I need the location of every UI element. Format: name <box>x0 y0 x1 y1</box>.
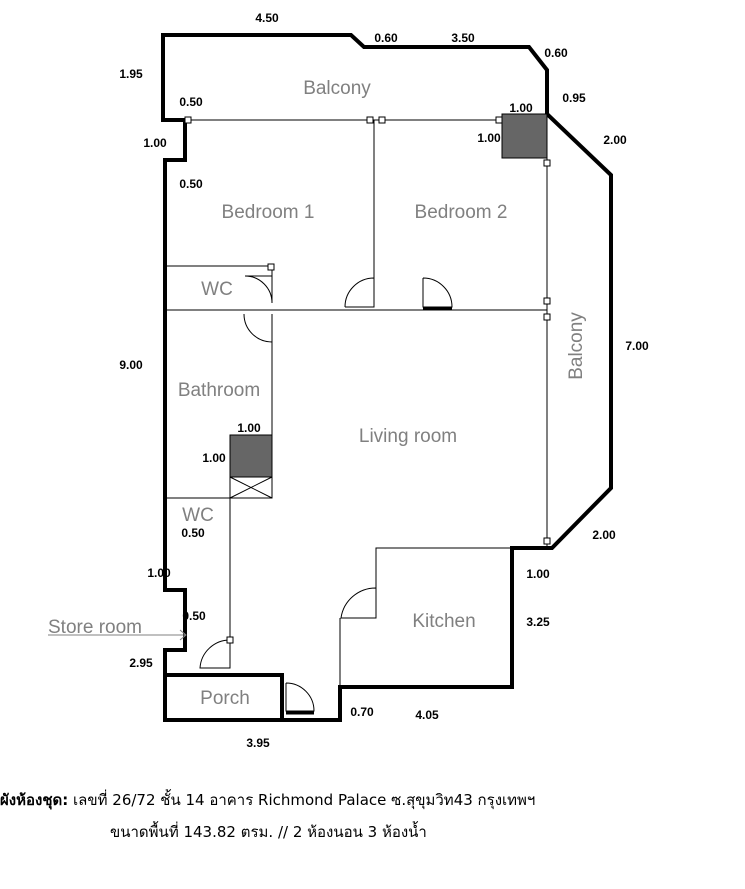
window-jamb <box>543 313 551 321</box>
caption-line-1: ผังห้องชุด: เลขที่ 26/72 ชั้น 14 อาคาร R… <box>0 788 745 812</box>
service-shaft <box>229 434 273 478</box>
dim-label: 0.60 <box>374 31 398 45</box>
door-jamb <box>267 263 275 271</box>
room-label-wc-top: WC <box>201 279 233 300</box>
room-label-living-room: Living room <box>359 426 457 447</box>
window-jamb <box>184 116 192 124</box>
porch-wall <box>167 673 284 720</box>
dim-label: 0.50 <box>179 177 203 191</box>
dim-label: 1.00 <box>477 131 501 145</box>
room-label-bedroom1: Bedroom 1 <box>222 202 315 223</box>
room-label-kitchen: Kitchen <box>412 611 475 632</box>
room-label-bedroom2: Bedroom 2 <box>415 202 508 223</box>
wc-top-door <box>244 275 273 304</box>
dim-label: 4.50 <box>255 11 279 25</box>
dim-label: 3.95 <box>246 736 270 750</box>
window-jamb <box>378 116 386 124</box>
dim-label: 0.95 <box>562 91 586 105</box>
dim-label: 4.05 <box>415 708 439 722</box>
dim-label: 3.50 <box>451 31 475 45</box>
dim-label: 0.60 <box>544 46 568 60</box>
window-jamb <box>543 537 551 545</box>
window-jamb <box>543 297 551 305</box>
dim-label: 0.70 <box>350 705 374 719</box>
dim-label: 0.50 <box>179 95 203 109</box>
dim-label: 2.00 <box>603 133 627 147</box>
bedroom2-door <box>422 277 453 308</box>
room-label-store-room: Store room <box>48 617 142 638</box>
dim-label: 1.00 <box>237 421 261 435</box>
dim-label: 3.25 <box>526 615 550 629</box>
dim-label: 1.00 <box>509 101 533 115</box>
caption-address: เลขที่ 26/72 ชั้น 14 อาคาร Richmond Pala… <box>73 791 536 809</box>
store-room-arrowhead <box>179 629 187 641</box>
dim-label: 1.00 <box>147 566 171 580</box>
room-label-porch: Porch <box>200 688 250 709</box>
caption-title: ผังห้องชุด: <box>0 791 69 809</box>
plan-caption: ผังห้องชุด: เลขที่ 26/72 ชั้น 14 อาคาร R… <box>0 788 745 844</box>
wc-top-wall <box>165 265 273 276</box>
room-label-balcony-right: Balcony <box>566 312 587 380</box>
dim-label: 2.95 <box>129 656 153 670</box>
dim-label: 1.95 <box>119 67 143 81</box>
duct-box <box>229 476 273 499</box>
dim-label: 0.50 <box>181 526 205 540</box>
door-jamb <box>226 636 234 644</box>
window-jamb <box>495 116 503 124</box>
dim-label: 1.00 <box>143 136 167 150</box>
window-jamb <box>366 116 374 124</box>
bedroom1-door <box>344 277 375 308</box>
window-jamb <box>543 159 551 167</box>
dim-label: 7.00 <box>625 339 649 353</box>
dim-label: 9.00 <box>119 358 143 372</box>
bathroom-door <box>243 313 273 343</box>
floor-plan: Balcony Bedroom 1 Bedroom 2 WC Balcony B… <box>48 11 649 750</box>
dim-label: 0.50 <box>182 609 206 623</box>
kitchen-wall <box>375 547 512 618</box>
room-label-wc-bottom: WC <box>182 505 214 526</box>
porch-door <box>285 682 315 712</box>
service-shaft <box>501 113 548 159</box>
dim-label: 1.00 <box>202 451 226 465</box>
room-label-bathroom: Bathroom <box>178 380 260 401</box>
room-label-balcony-top: Balcony <box>303 78 371 99</box>
store-room-door <box>199 639 231 669</box>
dim-label: 1.00 <box>526 567 550 581</box>
dim-label: 2.00 <box>592 528 616 542</box>
caption-line-2: ขนาดพื้นที่ 143.82 ตรม. // 2 ห้องนอน 3 ห… <box>110 823 427 841</box>
duct-cross <box>229 476 273 499</box>
kitchen-door <box>340 587 377 619</box>
